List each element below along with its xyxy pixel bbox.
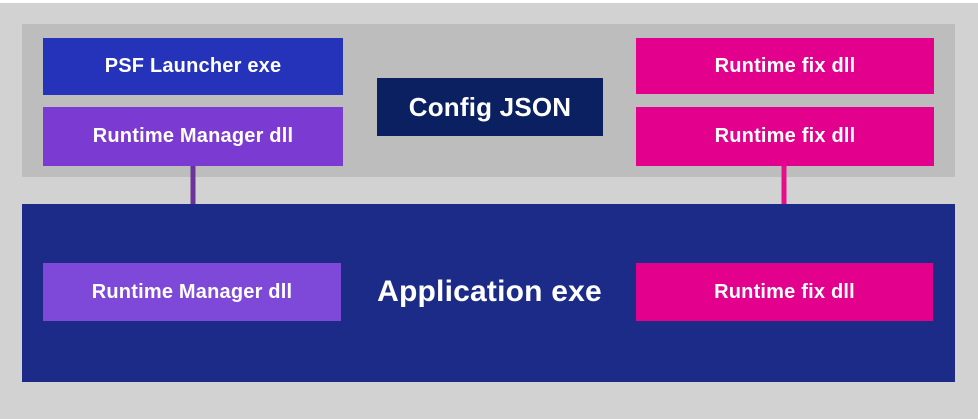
config-json-label: Config JSON bbox=[408, 91, 572, 122]
application-exe-title: Application exe bbox=[377, 275, 602, 308]
runtime-fix-label-app: Runtime fix dll bbox=[714, 280, 855, 303]
config-json-box: Config JSON bbox=[377, 78, 603, 136]
runtime-manager-box-package: Runtime Manager dll bbox=[43, 107, 343, 166]
psf-launcher-label: PSF Launcher exe bbox=[104, 55, 282, 77]
top-edge-highlight bbox=[0, 0, 978, 3]
runtime-fix-label-2: Runtime fix dll bbox=[714, 125, 856, 147]
runtime-manager-box-app: Runtime Manager dll bbox=[43, 263, 341, 321]
runtime-fix-box-1: Runtime fix dll bbox=[636, 38, 934, 94]
runtime-fix-label-1: Runtime fix dll bbox=[714, 54, 856, 77]
psf-launcher-box: PSF Launcher exe bbox=[43, 38, 343, 95]
runtime-fix-box-2: Runtime fix dll bbox=[636, 107, 934, 166]
runtime-manager-label-package: Runtime Manager dll bbox=[92, 125, 294, 147]
runtime-fix-box-app: Runtime fix dll bbox=[636, 263, 933, 321]
runtime-manager-label-app: Runtime Manager dll bbox=[91, 280, 293, 303]
